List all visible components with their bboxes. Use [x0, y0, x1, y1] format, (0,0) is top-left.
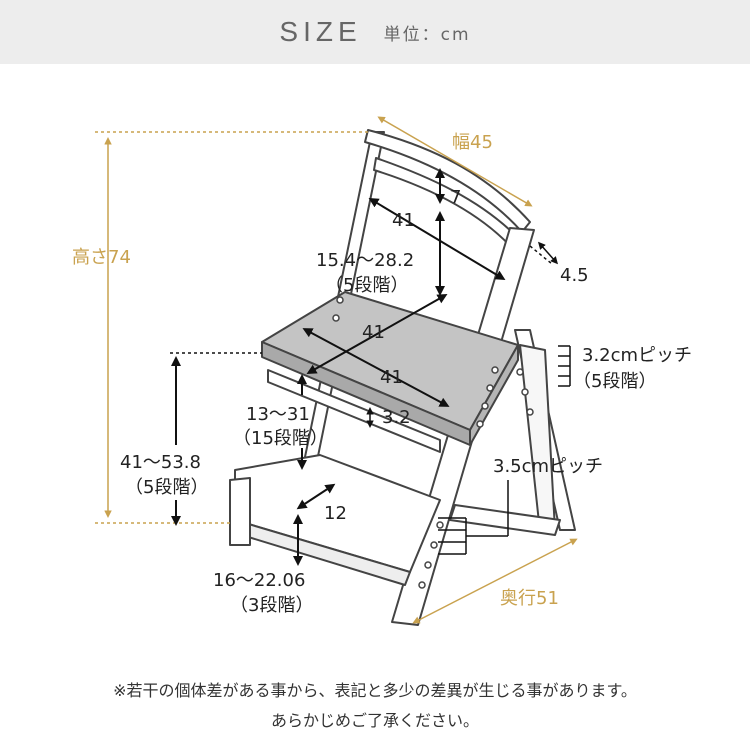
seat-thickness-label: 3.2 [382, 407, 411, 428]
height-label: 高さ74 [72, 247, 131, 268]
seat-depth-label: 41 [380, 367, 403, 388]
pitch-back-steps-label: （5段階） [573, 371, 656, 392]
disclaimer-line-2: あらかじめご了承ください。 [270, 711, 479, 730]
size-title: SIZE [279, 16, 362, 47]
pitch-back-label: 3.2cmピッチ [582, 345, 692, 366]
disclaimer-line-1: ※若干の個体差がある事から、表記と多少の差異が生じる事があります。 [113, 681, 637, 700]
seat-gap-steps-label: （15段階） [233, 428, 328, 449]
pitch-seat-label: 3.5cmピッチ [493, 456, 603, 477]
back-span-label: 41 [392, 210, 415, 231]
seat-height-steps-label: （5段階） [125, 477, 208, 498]
depth-label: 奥行51 [500, 588, 559, 609]
seat-width-label: 41 [362, 322, 385, 343]
size-header: SIZE 単位：cm [0, 0, 750, 64]
seat-height-range-label: 41〜53.8 [120, 452, 201, 473]
foot-height-steps-label: （3段階） [230, 595, 313, 616]
unit-label: 単位：cm [383, 24, 471, 45]
overall-dimensions [95, 116, 578, 624]
detail-dimensions [170, 168, 571, 566]
back-top-label: 7 [450, 187, 461, 208]
back-height-steps-label: （5段階） [325, 275, 408, 296]
width-label: 幅45 [452, 132, 493, 153]
back-height-range-label: 15.4〜28.2 [316, 250, 414, 271]
back-thickness-label: 4.5 [560, 265, 589, 286]
chair-dimension-diagram: 幅45 高さ74 奥行51 [72, 116, 692, 626]
seat-gap-range-label: 13〜31 [246, 404, 310, 425]
foot-depth-label: 12 [324, 503, 347, 524]
foot-height-range-label: 16〜22.06 [213, 570, 305, 591]
